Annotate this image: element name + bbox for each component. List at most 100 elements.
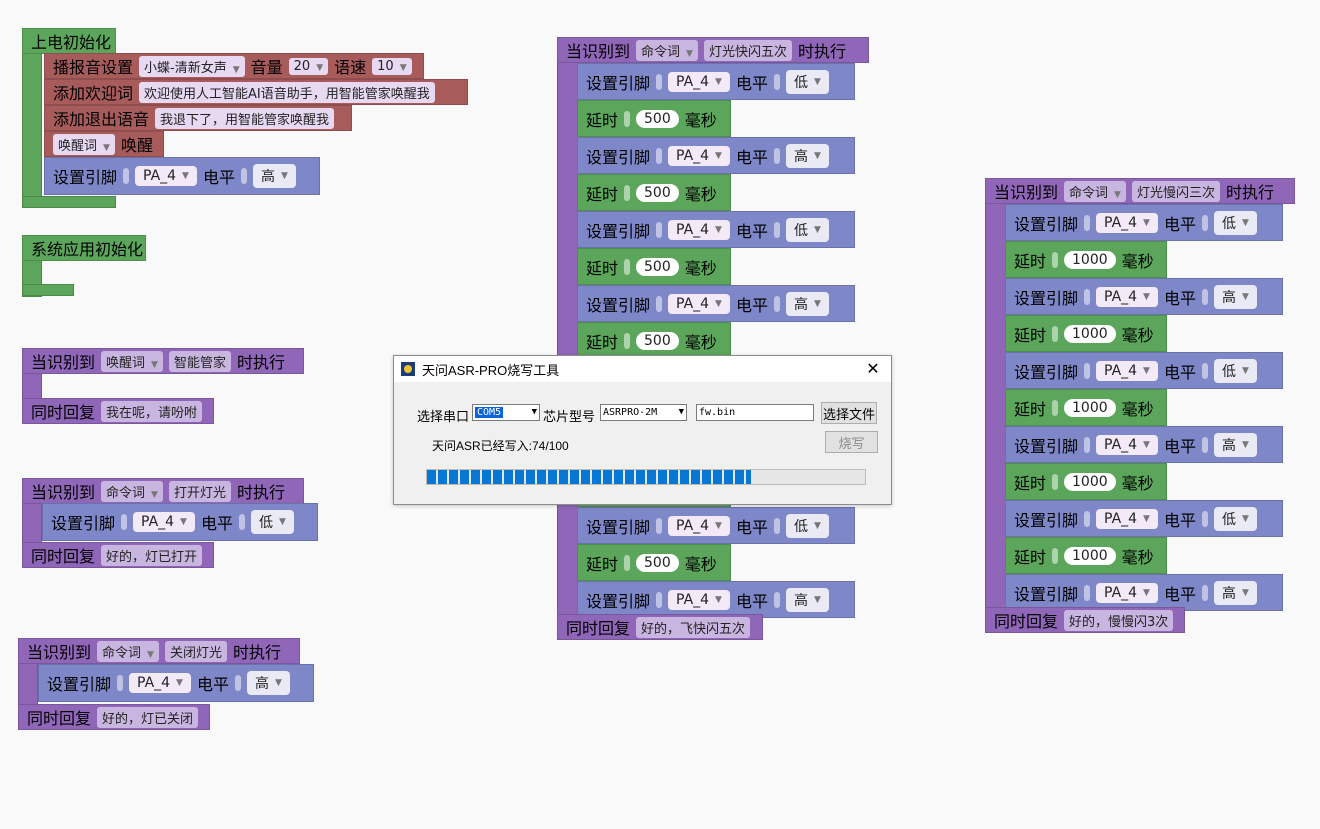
- system-init-header[interactable]: 系统应用初始化: [22, 235, 146, 261]
- level-select[interactable]: 高▼: [1213, 432, 1257, 457]
- light-on-header[interactable]: 当识别到 命令词▼ 打开灯光 时执行: [22, 478, 304, 504]
- level-select[interactable]: 高▼: [1213, 284, 1257, 309]
- event-type-select[interactable]: 命令词▼: [97, 640, 159, 662]
- pin-select[interactable]: PA_4▼: [133, 512, 195, 532]
- level-select[interactable]: 高▼: [785, 143, 829, 168]
- pin-select[interactable]: PA_4▼: [135, 166, 197, 186]
- fast_flash-reply-row[interactable]: 同时回复好的，飞快闪五次: [557, 614, 763, 640]
- delay-value-field[interactable]: 1000: [1064, 546, 1116, 565]
- wake-type-select[interactable]: 唤醒词▼: [53, 133, 115, 155]
- level-select[interactable]: 低▼: [1213, 210, 1257, 235]
- delay-value-field[interactable]: 500: [636, 109, 679, 128]
- choose-file-button[interactable]: 选择文件: [821, 402, 877, 424]
- reply-text-field[interactable]: 好的，飞快闪五次: [636, 616, 751, 638]
- delay-value-field[interactable]: 1000: [1064, 472, 1116, 491]
- slow_flash-header[interactable]: 当识别到命令词▼灯光慢闪三次时执行: [985, 178, 1295, 204]
- burn-button[interactable]: 烧写: [825, 431, 878, 453]
- pin-select[interactable]: PA_4▼: [1096, 360, 1158, 381]
- pin-select[interactable]: PA_4▼: [129, 673, 191, 693]
- voice-settings-block[interactable]: 播报音设置 小蝶-清新女声▼ 音量 20▼ 语速 10▼: [44, 53, 424, 79]
- exit-voice-text-field[interactable]: 我退下了，用智能管家唤醒我: [155, 107, 335, 129]
- light-on-reply-row[interactable]: 同时回复 好的，灯已打开: [22, 542, 214, 568]
- event-type-select[interactable]: 命令词▼: [636, 39, 698, 61]
- level-select[interactable]: 低▼: [785, 513, 829, 538]
- level-select[interactable]: 高▼: [785, 587, 829, 612]
- port-select[interactable]: COM5 ▼: [472, 404, 540, 421]
- voice-select[interactable]: 小蝶-清新女声▼: [139, 55, 245, 77]
- wake-reply-row[interactable]: 同时回复 我在呢，请吩咐: [22, 398, 214, 424]
- pin-select[interactable]: PA_4▼: [668, 219, 730, 240]
- level-select[interactable]: 低▼: [250, 510, 294, 534]
- level-select[interactable]: 低▼: [1213, 506, 1257, 531]
- pin-select[interactable]: PA_4▼: [668, 515, 730, 536]
- delay-value-field[interactable]: 1000: [1064, 324, 1116, 343]
- delay-value-field[interactable]: 500: [636, 183, 679, 202]
- delay-value-field[interactable]: 1000: [1064, 250, 1116, 269]
- pin-select[interactable]: PA_4▼: [668, 589, 730, 610]
- pin-select[interactable]: PA_4▼: [1096, 508, 1158, 529]
- reply-text-field[interactable]: 好的，灯已关闭: [97, 706, 199, 728]
- pin-select[interactable]: PA_4▼: [668, 71, 730, 92]
- light-off-reply-row[interactable]: 同时回复 好的，灯已关闭: [18, 704, 210, 730]
- welcome-block[interactable]: 添加欢迎词 欢迎使用人工智能AI语音助手，用智能管家唤醒我: [44, 79, 468, 105]
- event-type-select[interactable]: 命令词▼: [101, 480, 163, 502]
- command-word-field[interactable]: 灯光快闪五次: [703, 39, 792, 61]
- light-off-header[interactable]: 当识别到 命令词▼ 关闭灯光 时执行: [18, 638, 300, 664]
- delay-value-field[interactable]: 500: [636, 257, 679, 276]
- level-select[interactable]: 高▼: [246, 671, 290, 695]
- level-select[interactable]: 高▼: [785, 291, 829, 316]
- chip-select[interactable]: ASRPRO-2M ▼: [600, 404, 687, 421]
- command-word-field[interactable]: 打开灯光: [168, 480, 231, 502]
- wake-word-field[interactable]: 智能管家: [168, 350, 231, 372]
- set-pin-block[interactable]: 设置引脚 PA_4▼ 电平 高▼: [38, 664, 314, 702]
- slow_flash-reply-row[interactable]: 同时回复好的，慢慢闪3次: [985, 607, 1185, 633]
- set-pin-block[interactable]: 设置引脚 PA_4▼ 电平 低▼: [42, 503, 318, 541]
- pin-select[interactable]: PA_4▼: [1096, 286, 1158, 307]
- event-type-select[interactable]: 命令词▼: [1064, 180, 1126, 202]
- level-select[interactable]: 低▼: [785, 217, 829, 242]
- command-word-field[interactable]: 灯光慢闪三次: [1131, 180, 1220, 202]
- file-path-input[interactable]: fw.bin: [696, 404, 814, 421]
- level-select[interactable]: 高▼: [252, 164, 296, 188]
- reply-text-field[interactable]: 好的，灯已打开: [101, 544, 203, 566]
- pin-select[interactable]: PA_4▼: [1096, 582, 1158, 603]
- welcome-text-field[interactable]: 欢迎使用人工智能AI语音助手，用智能管家唤醒我: [139, 81, 435, 103]
- volume-select[interactable]: 20▼: [288, 57, 329, 75]
- wake-event-header[interactable]: 当识别到 唤醒词▼ 智能管家 时执行: [22, 348, 304, 374]
- level-select[interactable]: 低▼: [785, 69, 829, 94]
- reply-text-field[interactable]: 好的，慢慢闪3次: [1064, 609, 1174, 631]
- pin-select[interactable]: PA_4▼: [1096, 212, 1158, 233]
- level-select[interactable]: 低▼: [1213, 358, 1257, 383]
- delay-value-field[interactable]: 500: [636, 553, 679, 572]
- exit-voice-block[interactable]: 添加退出语音 我退下了，用智能管家唤醒我: [44, 105, 352, 131]
- delay-value-field[interactable]: 1000: [1064, 398, 1116, 417]
- pin-select[interactable]: PA_4▼: [1096, 434, 1158, 455]
- wake-event-type-select[interactable]: 唤醒词▼: [101, 350, 163, 372]
- set-pin-block[interactable]: 设置引脚 PA_4▼ 电平 高▼: [44, 157, 320, 195]
- reply-text-field[interactable]: 我在呢，请吩咐: [101, 400, 203, 422]
- command-word-field[interactable]: 关闭灯光: [164, 640, 227, 662]
- level-select[interactable]: 高▼: [1213, 580, 1257, 605]
- fast_flash-header[interactable]: 当识别到命令词▼灯光快闪五次时执行: [557, 37, 869, 63]
- speed-select[interactable]: 10▼: [372, 57, 412, 75]
